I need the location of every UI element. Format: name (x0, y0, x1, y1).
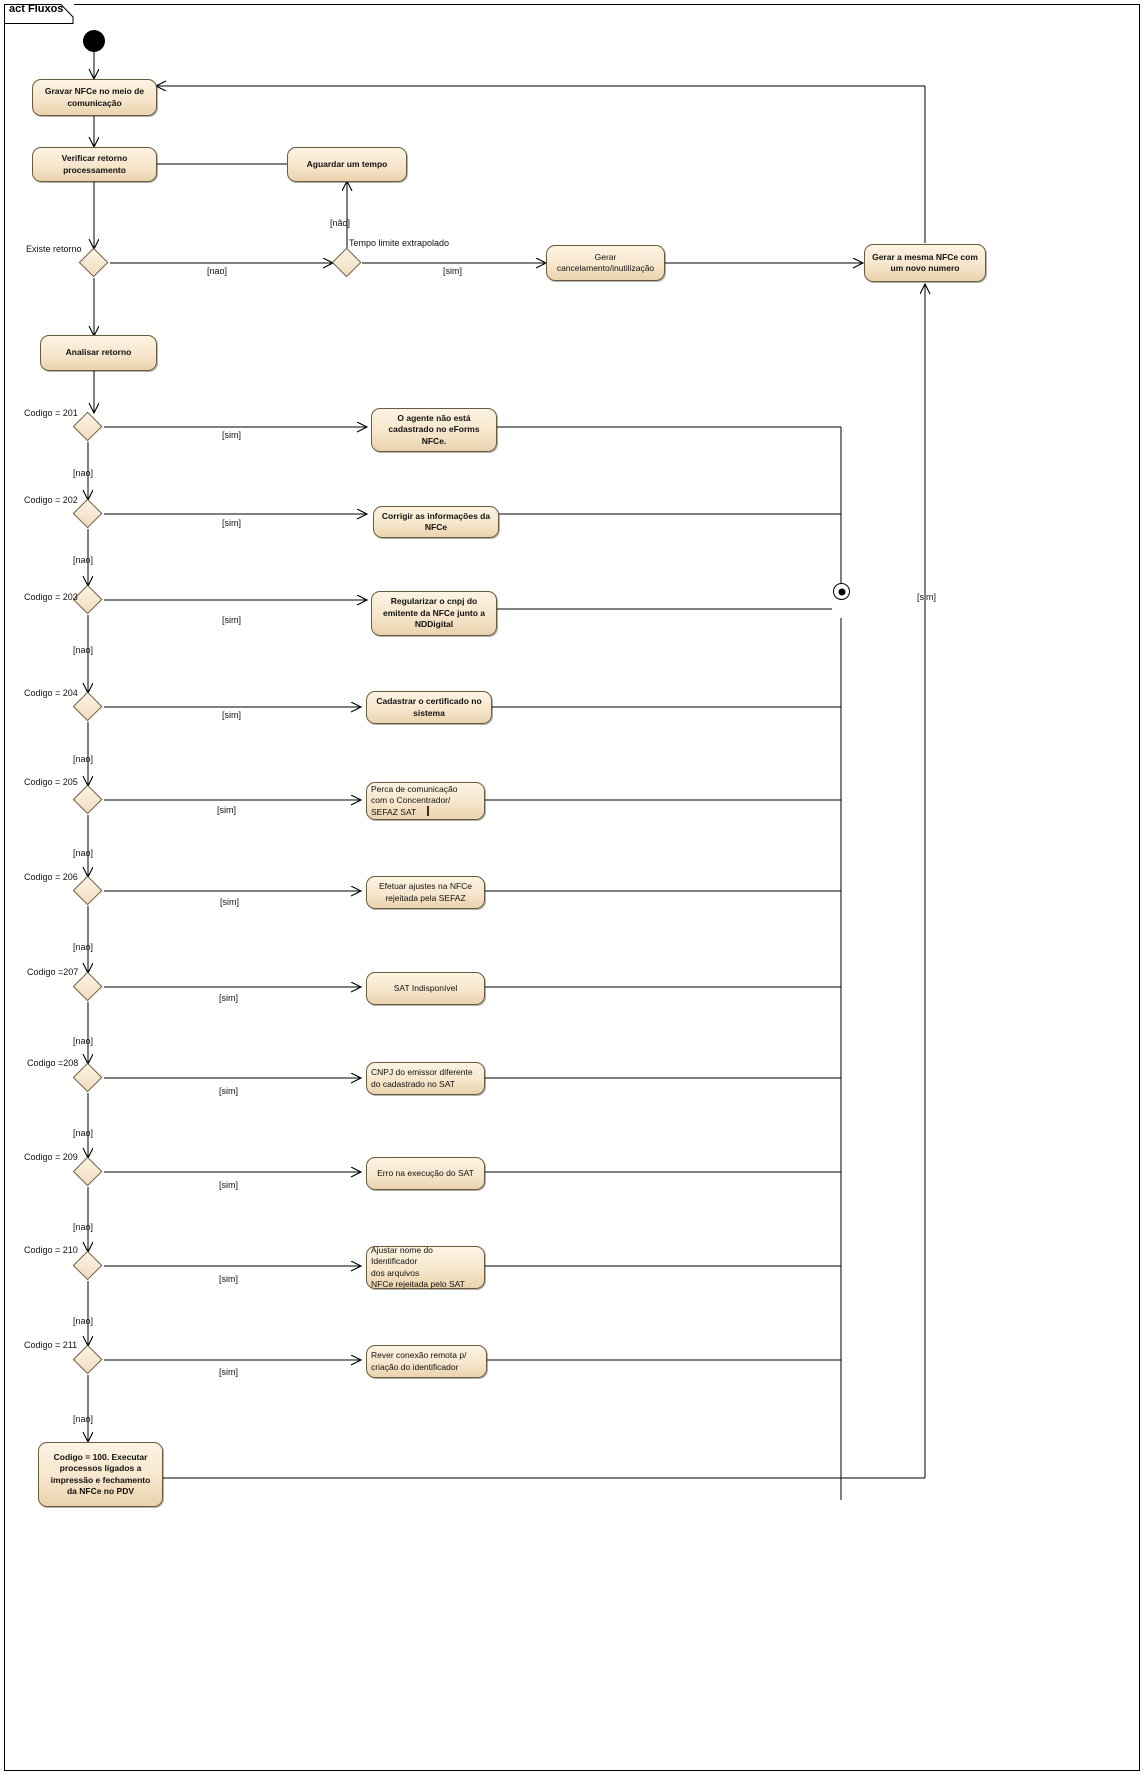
guard-sim-203: [sim] (222, 615, 241, 625)
guard-nao-205: [nao] (73, 848, 94, 858)
action-label: Gravar NFCe no meio de comunicação (44, 86, 145, 108)
guard-nao-207: [nao] (73, 1036, 94, 1046)
label-codigo-201: Codigo = 201 (24, 408, 78, 418)
outcome-label: Regularizar o cnpj do emitente da NFCe j… (382, 596, 485, 630)
initial-node (83, 30, 105, 52)
guard-sim-208: [sim] (219, 1086, 238, 1096)
action-gerar-cancelamento[interactable]: Gerar cancelamento/inutilização (546, 245, 665, 281)
outcome-box-203[interactable]: Regularizar o cnpj do emitente da NFCe j… (371, 591, 497, 636)
guard-sim-204: [sim] (222, 710, 241, 720)
action-label: Aguardar um tempo (306, 158, 388, 169)
frame-tab (4, 4, 74, 24)
action-label: Analisar retorno (65, 347, 132, 358)
action-label: Gerar a mesma NFCe com um novo numero (872, 251, 978, 274)
label-codigo-204: Codigo = 204 (24, 688, 78, 698)
label-tempo-limite: Tempo limite extrapolado (349, 238, 450, 248)
guard-nao-201: [nao] (73, 468, 94, 478)
outcome-label: Corrigir as informações da NFCe (381, 510, 491, 533)
action-label: Gerar cancelamento/inutilização (556, 251, 655, 274)
guard-sim-207: [sim] (219, 993, 238, 1003)
label-codigo-211: Codigo = 211 (24, 1340, 78, 1350)
guard-tempo-sim: [sim] (443, 266, 462, 276)
label-codigo-203: Codigo = 203 (24, 592, 78, 602)
guard-sim-209: [sim] (219, 1180, 238, 1190)
frame-label: act Fluxos (9, 3, 64, 15)
label-codigo-202: Codigo = 202 (24, 495, 78, 505)
guard-sim-211: [sim] (219, 1367, 238, 1377)
label-codigo-209: Codigo = 209 (24, 1152, 78, 1162)
activity-final-node (833, 583, 850, 600)
action-verificar-retorno[interactable]: Verificar retorno processamento (32, 147, 157, 182)
guard-nao-208: [nao] (73, 1128, 94, 1138)
outcome-label: Rever conexão remota p/ criação do ident… (371, 1350, 467, 1372)
outcome-label: Cadastrar o certificado no sistema (376, 696, 482, 718)
label-codigo-207: Codigo =207 (27, 967, 79, 977)
diagram-frame (4, 4, 1140, 1771)
outcome-label: Ajustar nome do Identificador dos arquiv… (371, 1244, 465, 1290)
decision-tempo-limite[interactable] (332, 248, 362, 278)
decision-codigo-210[interactable] (73, 1251, 103, 1281)
guard-sim-210: [sim] (219, 1274, 238, 1284)
outcome-box-211[interactable]: Rever conexão remota p/ criação do ident… (366, 1345, 487, 1378)
guard-nao-210: [nao] (73, 1316, 94, 1326)
outcome-box-204[interactable]: Cadastrar o certificado no sistema (366, 691, 492, 724)
outcome-box-202[interactable]: Corrigir as informações da NFCe (373, 506, 499, 538)
decision-codigo-205[interactable] (73, 785, 103, 815)
outcome-box-209[interactable]: Erro na execução do SAT (366, 1157, 485, 1190)
outcome-label: Perca de comunicação com o Concentrador/… (371, 783, 458, 817)
guard-nao-209: [nao] (73, 1222, 94, 1232)
action-label: Verificar retorno processamento (61, 153, 128, 175)
guard-nao-202: [nao] (73, 555, 94, 565)
outcome-label: Efetuar ajustes na NFCe rejeitada pela S… (378, 881, 473, 903)
action-gravar-nfce[interactable]: Gravar NFCe no meio de comunicação (32, 79, 157, 116)
guard-sim-201: [sim] (222, 430, 241, 440)
outcome-box-208[interactable]: CNPJ do emissor diferente do cadastrado … (366, 1062, 485, 1095)
guard-sim-202: [sim] (222, 518, 241, 528)
guard-loop-sim: [sim] (917, 592, 936, 602)
guard-nao-211: [nao] (73, 1414, 94, 1424)
action-codigo-100-final[interactable]: Codigo = 100. Executar processos ligados… (38, 1442, 163, 1507)
guard-nao-206: [nao] (73, 942, 94, 952)
outcome-box-201[interactable]: O agente não está cadastrado no eForms N… (371, 408, 497, 452)
label-existe-retorno: Existe retorno (26, 244, 82, 254)
decision-existe-retorno[interactable] (79, 248, 109, 278)
label-codigo-206: Codigo = 206 (24, 872, 78, 882)
action-label: Codigo = 100. Executar processos ligados… (50, 1451, 151, 1497)
outcome-box-205[interactable]: Perca de comunicação com o Concentrador/… (366, 782, 485, 820)
text-cursor-caret (427, 806, 429, 816)
guard-tempo-nao: [não] (330, 218, 351, 228)
guard-sim-205: [sim] (217, 805, 236, 815)
guard-nao-204: [nao] (73, 754, 94, 764)
action-analisar-retorno[interactable]: Analisar retorno (40, 335, 157, 371)
outcome-box-206[interactable]: Efetuar ajustes na NFCe rejeitada pela S… (366, 876, 485, 909)
guard-existe-nao: [nao] (207, 266, 228, 276)
outcome-box-207[interactable]: SAT Indisponível (366, 972, 485, 1005)
outcome-label: CNPJ do emissor diferente do cadastrado … (371, 1067, 473, 1089)
guard-nao-203: [nao] (73, 645, 94, 655)
outcome-label: SAT Indisponível (393, 982, 458, 993)
label-codigo-210: Codigo = 210 (24, 1245, 78, 1255)
outcome-box-210[interactable]: Ajustar nome do Identificador dos arquiv… (366, 1244, 485, 1290)
action-aguardar-tempo[interactable]: Aguardar um tempo (287, 147, 407, 182)
guard-sim-206: [sim] (220, 897, 239, 907)
outcome-label: Erro na execução do SAT (377, 1167, 474, 1178)
label-codigo-208: Codigo =208 (27, 1058, 79, 1068)
outcome-label: O agente não está cadastrado no eForms N… (388, 412, 480, 446)
action-gerar-mesma-nfce[interactable]: Gerar a mesma NFCe com um novo numero (864, 244, 986, 282)
label-codigo-205: Codigo = 205 (24, 777, 78, 787)
decision-codigo-211[interactable] (73, 1345, 103, 1375)
